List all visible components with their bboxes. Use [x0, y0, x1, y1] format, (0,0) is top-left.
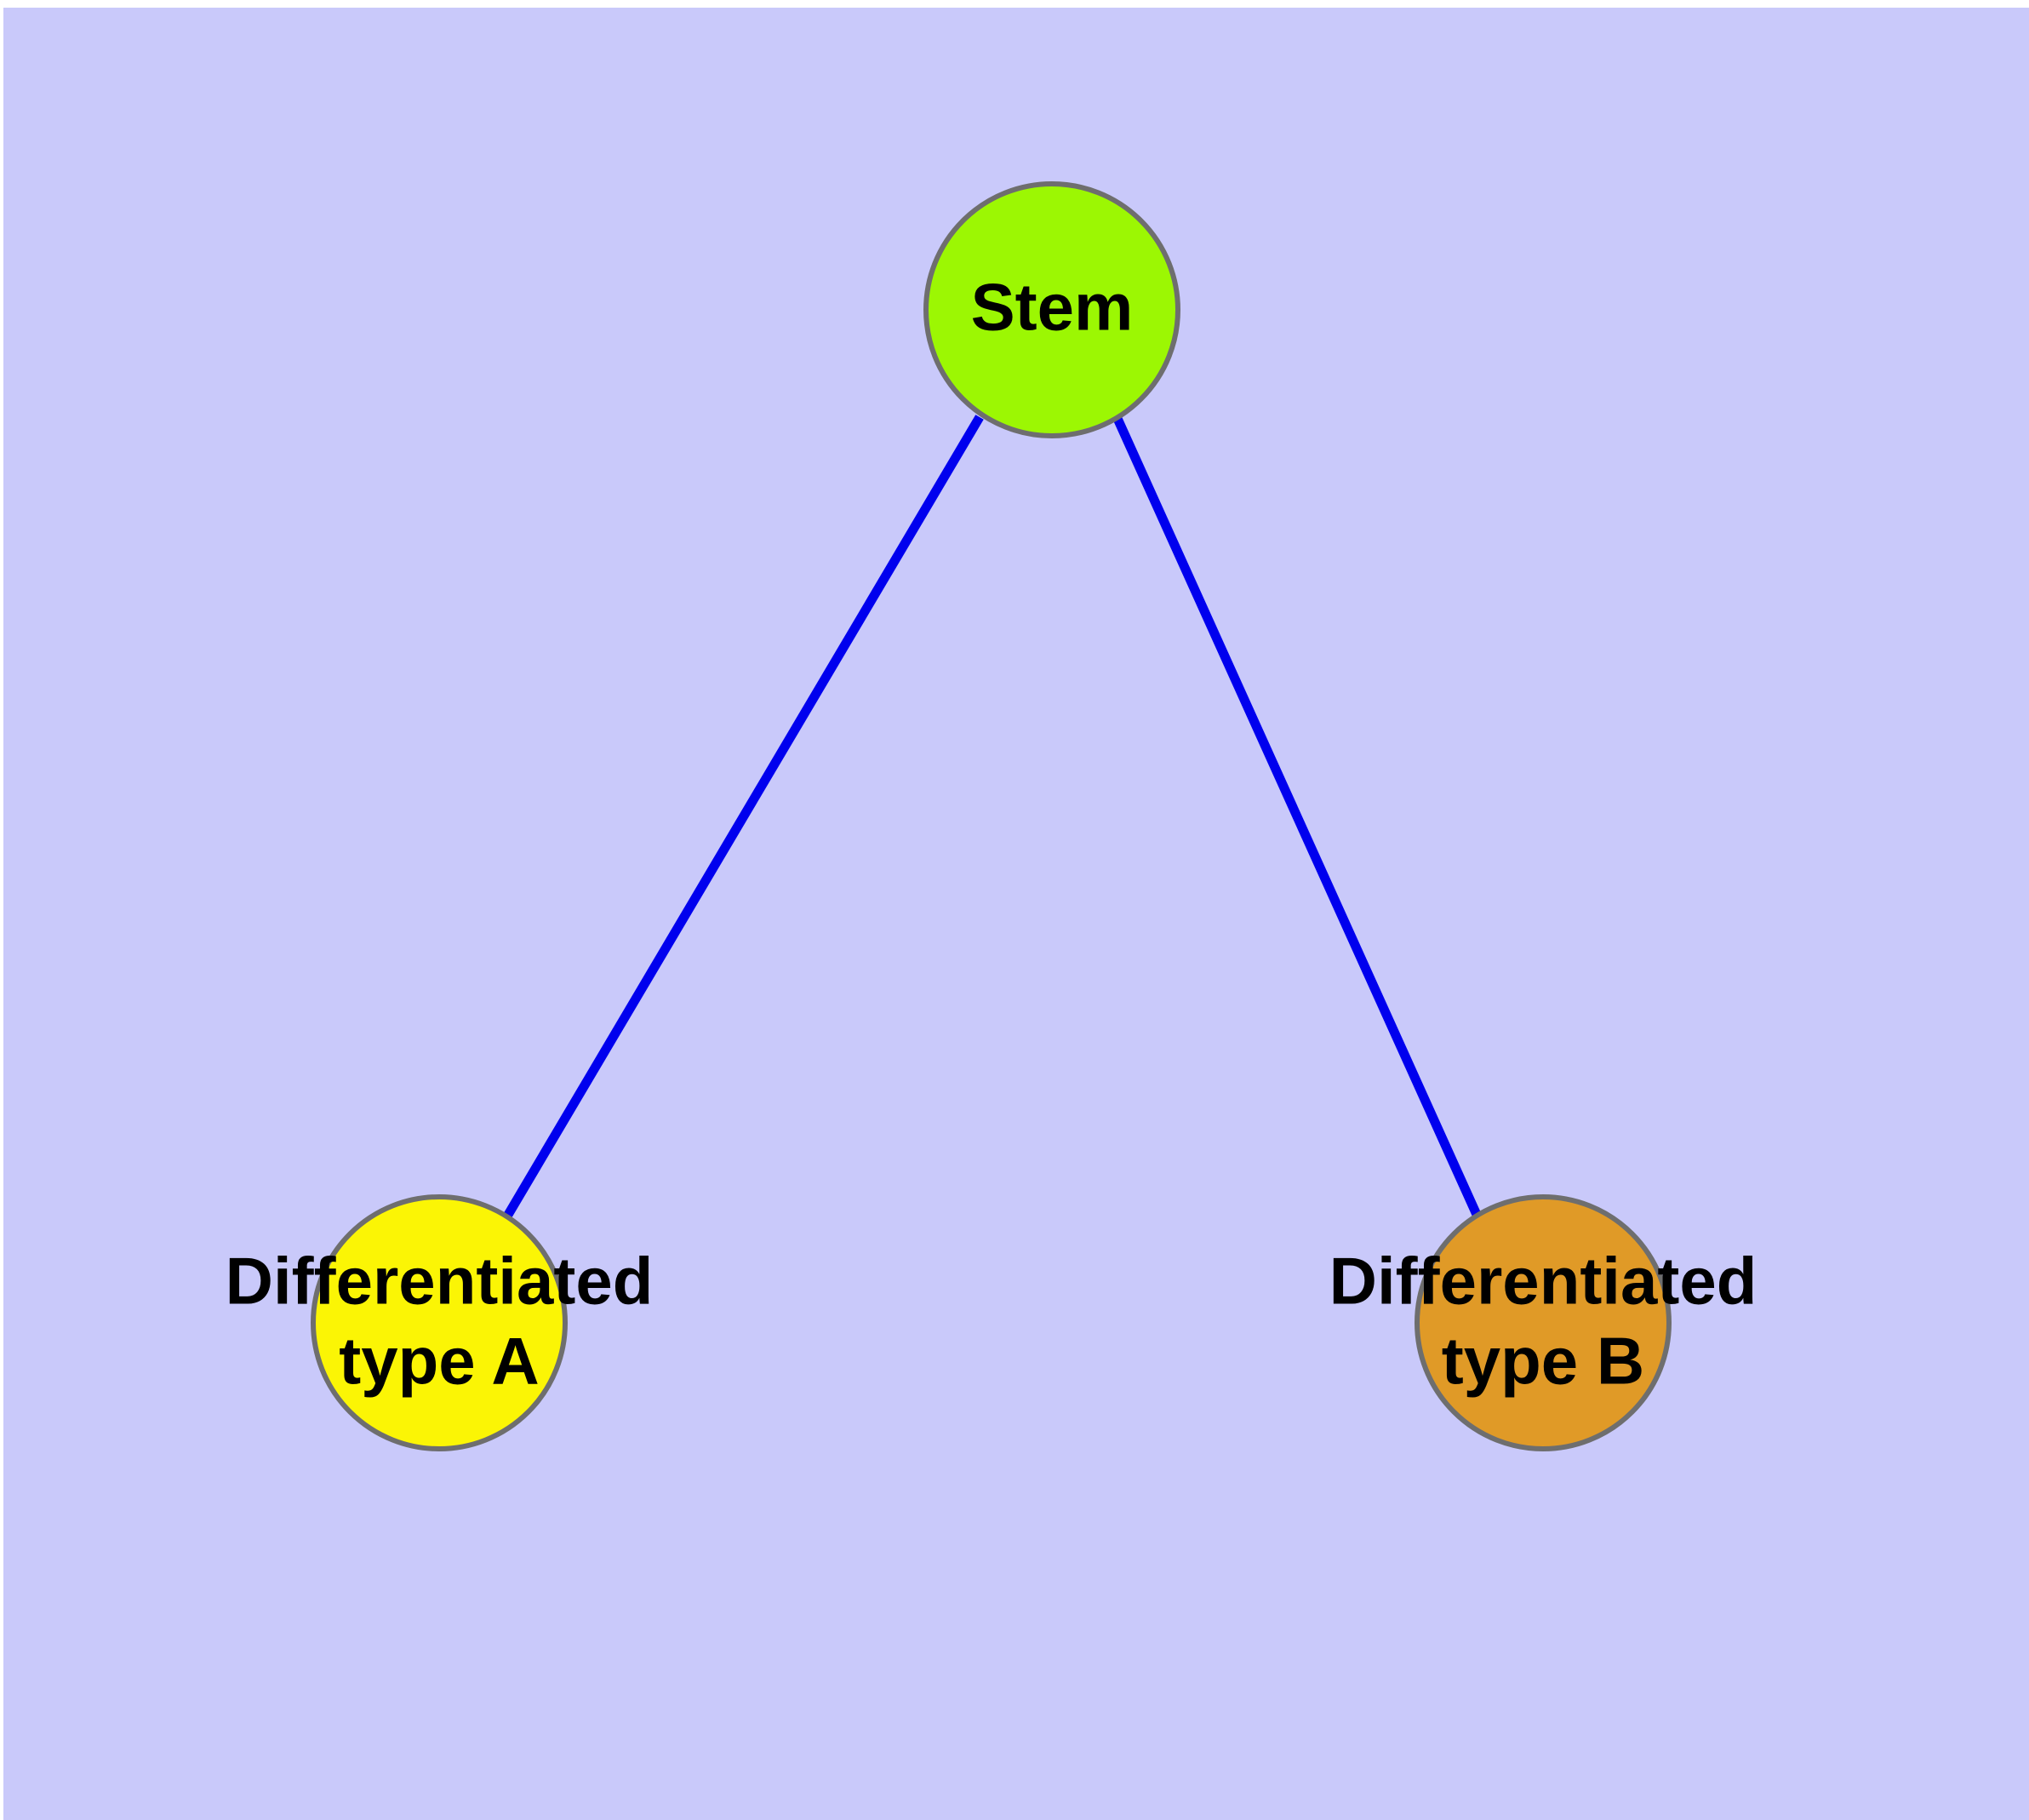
node-circle-stem[interactable] — [923, 181, 1180, 438]
edge-layer — [504, 410, 1483, 1219]
node-label-differentiated-type-b-line2: type B — [1442, 1324, 1644, 1399]
node-label-stem: Stem — [971, 270, 1134, 345]
network-graph: Stem Differentiated type A Differentiate… — [226, 181, 1758, 1451]
diagram-canvas: Stem Differentiated type A Differentiate… — [3, 8, 2029, 1820]
label-layer: Stem Differentiated type A Differentiate… — [226, 270, 1758, 1399]
node-differentiated-type-b[interactable] — [1415, 1194, 1672, 1451]
node-stem[interactable] — [923, 181, 1180, 438]
node-circle-differentiated-type-b[interactable] — [1415, 1194, 1672, 1451]
node-circle-differentiated-type-a[interactable] — [311, 1194, 568, 1451]
edge-stem-to-differentiated-type-a[interactable] — [504, 415, 984, 1217]
node-differentiated-type-a[interactable] — [311, 1194, 568, 1451]
node-label-differentiated-type-a-line2: type A — [339, 1324, 540, 1399]
node-label-differentiated-type-b-line1: Differentiated — [1329, 1244, 1758, 1319]
node-label-differentiated-type-a-line1: Differentiated — [226, 1244, 654, 1319]
edge-stem-to-differentiated-type-b[interactable] — [1110, 410, 1483, 1219]
